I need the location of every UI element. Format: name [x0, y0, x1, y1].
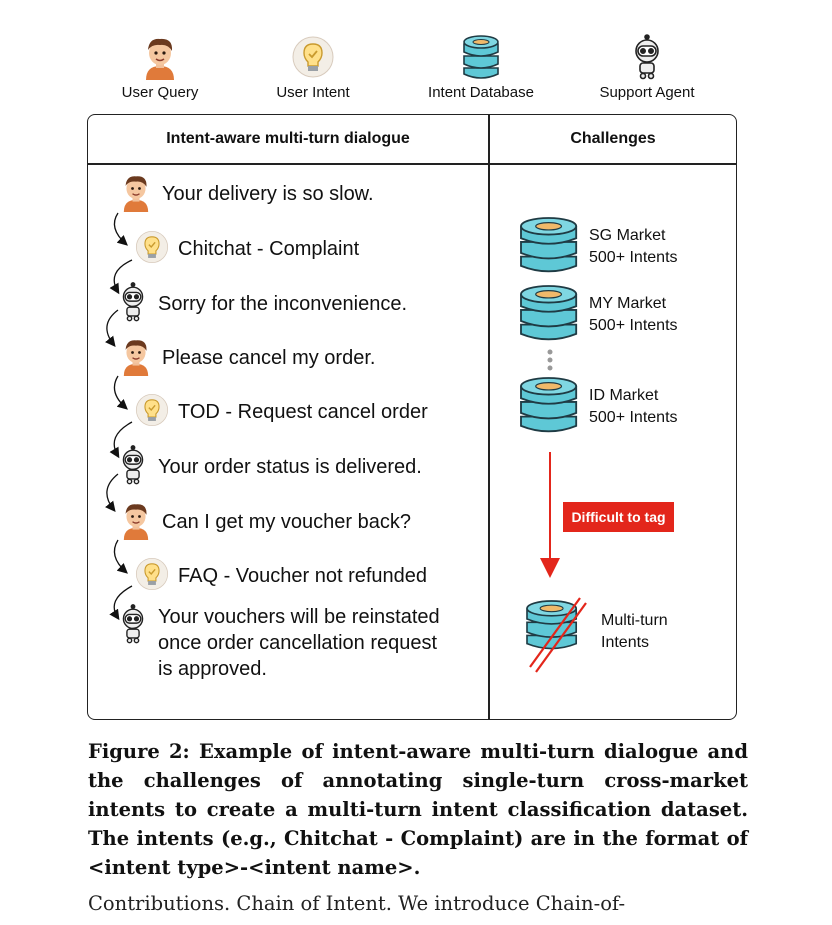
legend-intent-database-label: Intent Database — [428, 84, 534, 101]
multi-turn-label: Multi-turn Intents — [601, 610, 668, 654]
legend-intent-database: Intent Database — [406, 34, 556, 101]
dialogue-text: Please cancel my order. — [162, 347, 376, 369]
sg-market-database-icon — [520, 217, 578, 273]
sg-market-count: 500+ Intents — [589, 249, 678, 266]
dialogue-text: TOD - Request cancel order — [178, 401, 428, 423]
dialogue-turn-agent: Your order status is delivered. — [116, 445, 422, 489]
sg-market-name: SG Market — [589, 227, 666, 244]
header-divider — [88, 163, 736, 165]
dialogue-turn-agent: Sorry for the inconvenience. — [116, 282, 407, 326]
lightbulb-icon — [134, 392, 170, 432]
database-icon — [463, 35, 499, 79]
lightbulb-icon — [134, 229, 170, 269]
multi-turn-database-icon — [526, 597, 587, 673]
id-market-name: ID Market — [589, 387, 659, 404]
dialogue-turn-intent: TOD - Request cancel order — [134, 392, 428, 432]
sg-market-label: SG Market 500+ Intents — [589, 225, 678, 269]
multi-turn-line2: Intents — [601, 634, 650, 651]
body-text-fragment: Contributions. Chain of Intent. We intro… — [88, 892, 626, 915]
user-avatar-icon — [118, 500, 154, 544]
legend-user-intent-label: User Intent — [276, 84, 350, 101]
robot-icon — [116, 445, 150, 489]
user-avatar-icon — [146, 38, 174, 80]
difficult-to-tag-badge: Difficult to tag — [563, 502, 674, 532]
column-divider — [488, 115, 490, 719]
left-column-header: Intent-aware multi-turn dialogue — [166, 130, 410, 147]
dialogue-text-line: once order cancellation request — [158, 632, 438, 654]
dialogue-text: FAQ - Voucher not refunded — [178, 565, 428, 587]
dialogue-connectors — [105, 212, 133, 621]
id-market-database-icon — [520, 377, 578, 433]
robot-icon — [116, 604, 150, 648]
dialogue-turn-user: Can I get my voucher back? — [118, 500, 411, 544]
dialogue-text: Can I get my voucher back? — [162, 511, 412, 533]
dialogue-text-line: is approved. — [158, 658, 267, 680]
legend-user-query-label: User Query — [121, 84, 199, 101]
dialogue-text: Chitchat - Complaint — [178, 238, 360, 260]
figure-caption: Figure 2: Example of intent-aware multi-… — [88, 740, 748, 879]
my-market-label: MY Market 500+ Intents — [589, 293, 678, 337]
id-market-label: ID Market 500+ Intents — [589, 385, 678, 429]
right-column-header: Challenges — [570, 130, 656, 147]
user-avatar-icon — [118, 336, 154, 380]
dialogue-turn-user: Your delivery is so slow. — [118, 172, 374, 216]
id-market-count: 500+ Intents — [589, 409, 678, 426]
user-avatar-icon — [118, 172, 154, 216]
dialogue-turn-user: Please cancel my order. — [118, 336, 375, 380]
my-market-name: MY Market — [589, 295, 667, 312]
dialogue-turn-agent: Your vouchers will be reinstated once ord… — [116, 604, 440, 682]
dialogue-turn-intent: FAQ - Voucher not refunded — [134, 556, 427, 596]
my-market-database-icon — [520, 285, 578, 341]
my-market-count: 500+ Intents — [589, 317, 678, 334]
legend-support-agent: Support Agent — [572, 34, 722, 101]
ellipsis-dots-icon — [547, 349, 553, 371]
lightbulb-icon — [134, 556, 170, 596]
legend-support-agent-label: Support Agent — [599, 84, 695, 101]
dialogue-text-line: Your vouchers will be reinstated — [158, 606, 440, 628]
dialogue-text: Your delivery is so slow. — [162, 183, 374, 205]
dialogue-text: Your vouchers will be reinstated once ord… — [158, 604, 440, 682]
lightbulb-icon — [292, 36, 334, 78]
dialogue-turn-intent: Chitchat - Complaint — [134, 229, 359, 269]
robot-icon — [116, 282, 150, 326]
legend-user-intent: User Intent — [238, 34, 388, 101]
dialogue-text: Your order status is delivered. — [158, 456, 422, 478]
legend-user-query: User Query — [85, 34, 235, 101]
dialogue-text: Sorry for the inconvenience. — [158, 293, 408, 315]
multi-turn-line1: Multi-turn — [601, 612, 668, 629]
figure-panel: Intent-aware multi-turn dialogue Challen… — [87, 114, 737, 720]
robot-icon — [635, 34, 659, 80]
